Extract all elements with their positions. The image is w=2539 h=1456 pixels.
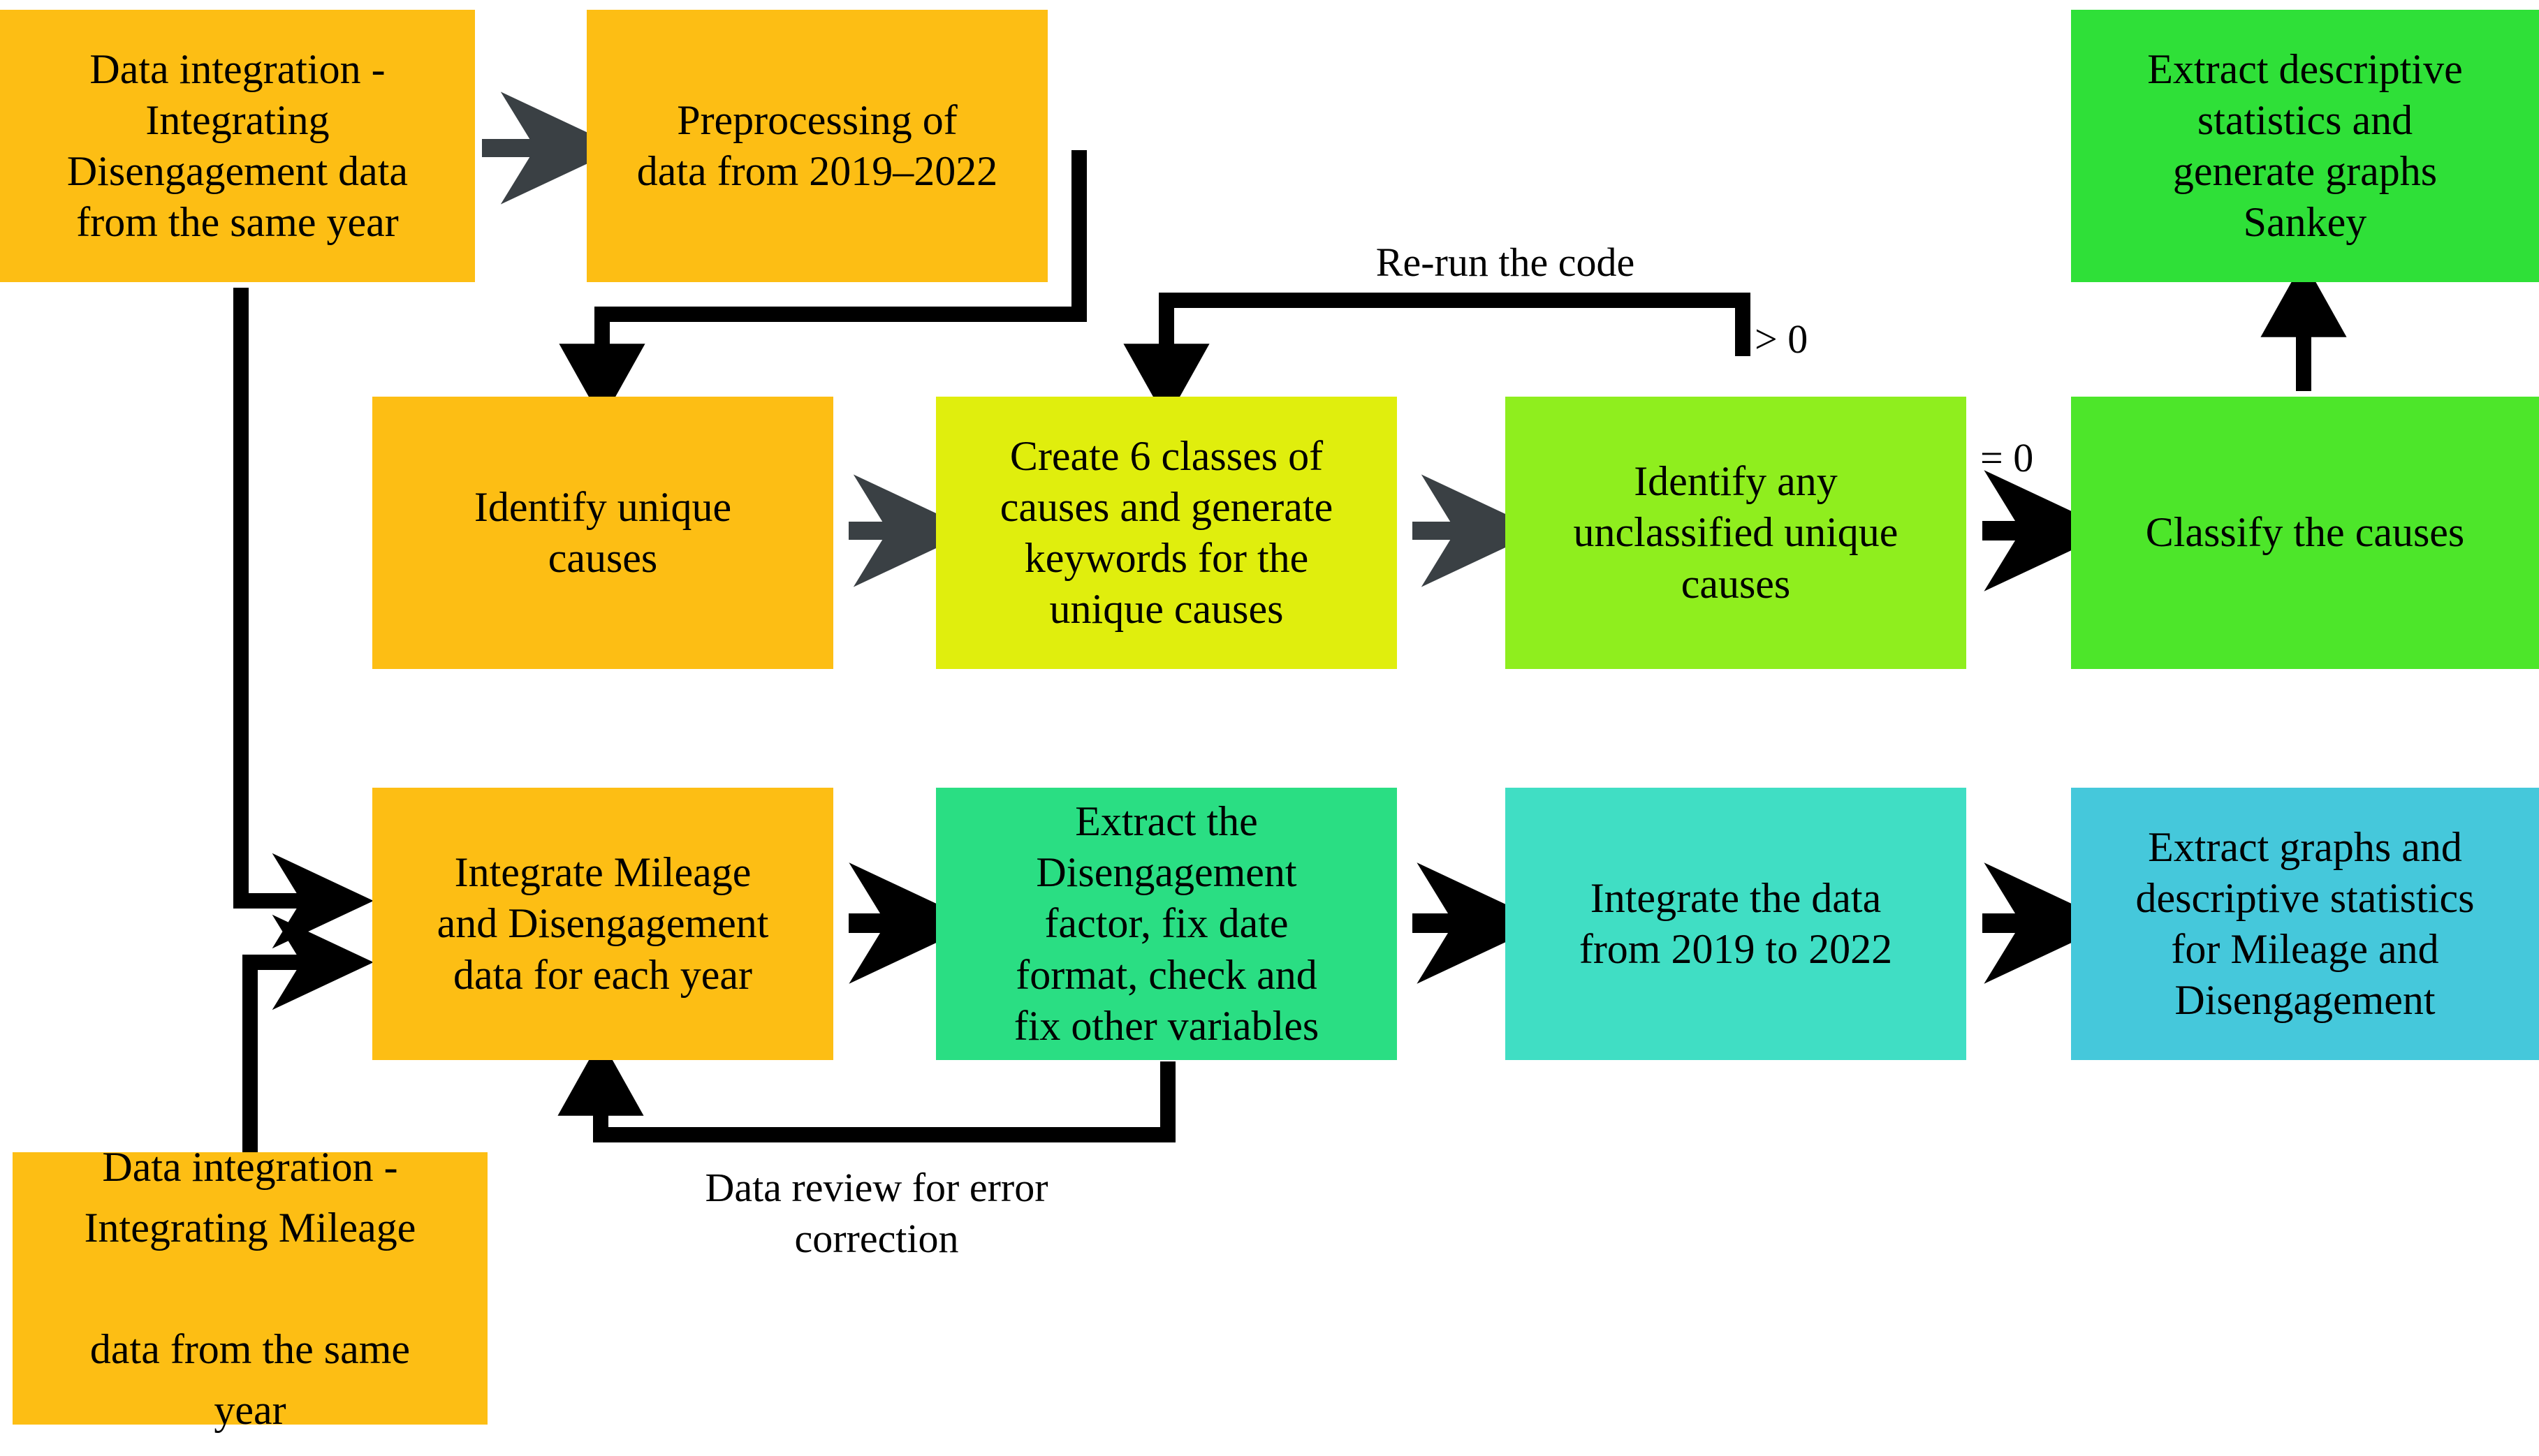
arrow-rerun-loop — [1123, 293, 1750, 421]
arrow-disengagement-to-integrate-mileage — [233, 288, 374, 949]
node-data-integration-disengagement[interactable]: Data integration - Integrating Disengage… — [0, 10, 475, 282]
arrow-data-review-loop — [557, 1038, 1176, 1142]
edge-label-data-review-for-error-correction: Data review for error correction — [705, 1165, 1048, 1261]
node-create-6-classes[interactable]: Create 6 classes of causes and generate … — [936, 397, 1397, 669]
node-extract-descriptive-statistics-sankey[interactable]: Extract descriptive statistics and gener… — [2071, 10, 2539, 282]
edge-label-greater-than-zero: > 0 — [1755, 316, 1808, 362]
node-preprocessing[interactable]: Preprocessing of data from 2019–2022 — [587, 10, 1048, 282]
node-extract-disengagement-factor[interactable]: Extract the Disengagement factor, fix da… — [936, 788, 1397, 1060]
edge-label-re-run-the-code: Re-run the code — [1375, 240, 1635, 285]
node-integrate-data-2019-2022[interactable]: Integrate the data from 2019 to 2022 — [1505, 788, 1966, 1060]
node-data-integration-mileage[interactable]: Data integration - Integrating Mileage d… — [13, 1144, 488, 1433]
node-integrate-mileage-and-disengagement[interactable]: Integrate Mileage and Disengagement data… — [372, 788, 833, 1060]
edge-label-equals-zero: = 0 — [1980, 435, 2034, 480]
arrow-mileage-to-integrate-mileage — [242, 914, 374, 1152]
node-identify-unclassified-causes[interactable]: Identify any unclassified unique causes — [1505, 397, 1966, 669]
node-extract-graphs-mileage-disengagement[interactable]: Extract graphs and descriptive statistic… — [2071, 788, 2539, 1060]
node-identify-unique-causes[interactable]: Identify unique causes — [372, 397, 833, 669]
node-classify-the-causes[interactable]: Classify the causes — [2071, 397, 2539, 669]
